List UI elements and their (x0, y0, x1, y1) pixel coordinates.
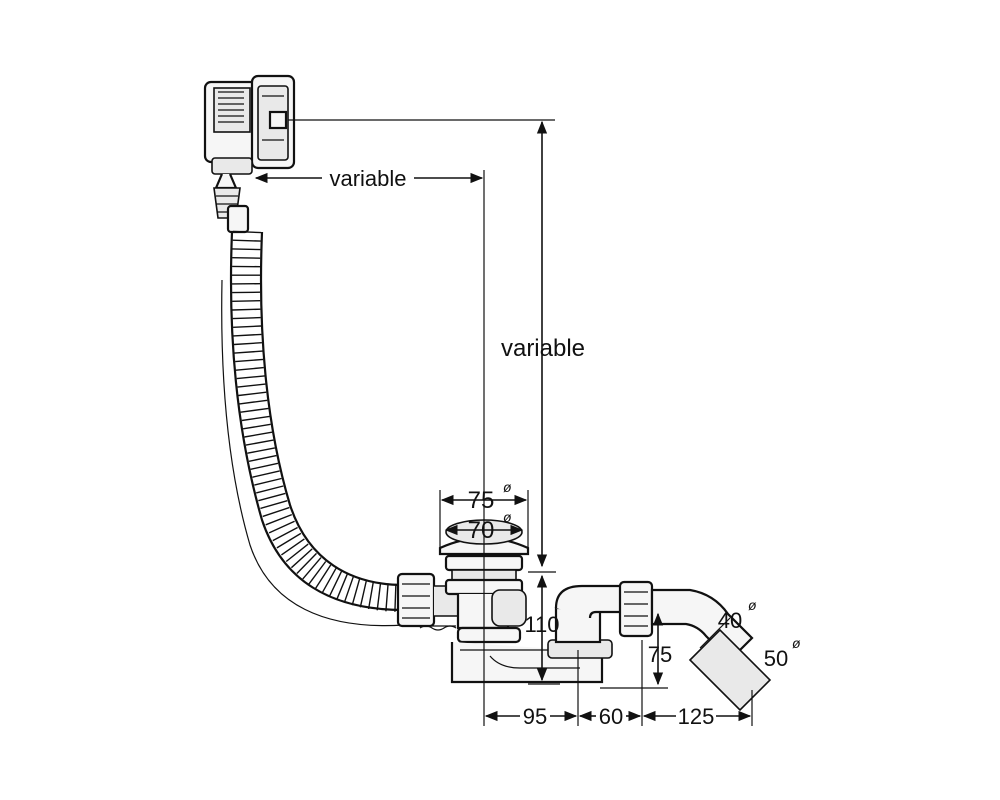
hose-corrugation (351, 578, 361, 606)
hose-corrugation (248, 454, 277, 462)
label-diameter-70: 70 (468, 517, 495, 544)
diameter-symbol-70: ø (503, 509, 512, 525)
hose-corrugation (232, 239, 261, 242)
hose-corrugation (276, 532, 302, 549)
hose-corrugation (233, 333, 262, 337)
label-distance-95: 95 (523, 704, 547, 729)
hose-corrugation (272, 526, 298, 542)
hose-corrugation (247, 447, 276, 454)
hose-corrugation (241, 415, 270, 422)
hose-corrugation (244, 431, 273, 438)
label-horizontal-variable: variable (329, 166, 406, 191)
hose-corrugation (376, 582, 382, 611)
hose-corrugation (237, 383, 266, 388)
dimension-labels: variable variable 75 ø 70 ø 110 75 40 ø … (329, 166, 801, 729)
label-height-110: 110 (524, 612, 559, 637)
overflow-head (203, 74, 296, 234)
hose-corrugation (252, 470, 280, 478)
hose-corrugation (256, 485, 284, 494)
hose-corrugation (262, 506, 290, 518)
waste-valve-body (396, 519, 772, 712)
hose-corrugation (232, 300, 261, 302)
hose-corrugation (314, 564, 332, 589)
hose-corrugation (250, 462, 279, 470)
hose-corrugation (321, 567, 337, 594)
label-height-75: 75 (648, 642, 672, 667)
hose-corrugation (328, 570, 343, 597)
label-distance-60: 60 (599, 704, 623, 729)
hose-corrugation (232, 308, 261, 311)
hose-corrugation (236, 375, 265, 380)
hose-corrugation (232, 316, 261, 320)
hose-corrugation (302, 557, 322, 580)
hose-corrugation (242, 423, 271, 430)
hose-corrugation (233, 342, 262, 346)
hose-corrugation (385, 583, 389, 612)
hose-corrugation (268, 520, 295, 534)
hose-corrugation (285, 543, 309, 563)
hose-corrugation (235, 366, 264, 371)
label-distance-125: 125 (678, 704, 715, 729)
dimension-lines (254, 119, 753, 726)
hose-corrugation (258, 492, 286, 502)
label-vertical-variable: variable (501, 335, 585, 362)
diameter-symbol-75: ø (503, 479, 512, 495)
hose-corrugation (235, 358, 264, 363)
hose-corrugation (254, 477, 282, 486)
label-diameter-75: 75 (468, 487, 495, 514)
hose-corrugation (336, 573, 349, 600)
hose-corrugation (233, 325, 262, 328)
hose-corrugation (239, 399, 268, 405)
diameter-symbol-40: ø (748, 597, 757, 613)
hose-corrugation (394, 583, 397, 612)
label-diameter-50: 50 (764, 646, 788, 671)
hose-corrugation (260, 500, 288, 510)
hose-corrugation (308, 561, 327, 585)
hose-corrugation (240, 407, 269, 413)
diameter-symbol-50: ø (792, 635, 801, 651)
flexible-hose (221, 230, 405, 627)
hose-corrugation (238, 391, 267, 397)
hose-corrugation (245, 439, 274, 446)
hose-corrugation (359, 579, 368, 608)
hose-corrugation (343, 575, 355, 603)
hose-corrugation (232, 248, 261, 251)
hose-corrugation (281, 538, 305, 556)
hose-corrugation (232, 257, 261, 259)
hose-corrugation (232, 230, 262, 234)
hose-corrugation (290, 548, 313, 569)
hose-corrugation (234, 350, 263, 354)
hose-corrugation (265, 513, 293, 526)
hose-corrugation (367, 581, 375, 610)
label-diameter-40: 40 (718, 608, 742, 633)
hose-corrugation (296, 552, 318, 574)
